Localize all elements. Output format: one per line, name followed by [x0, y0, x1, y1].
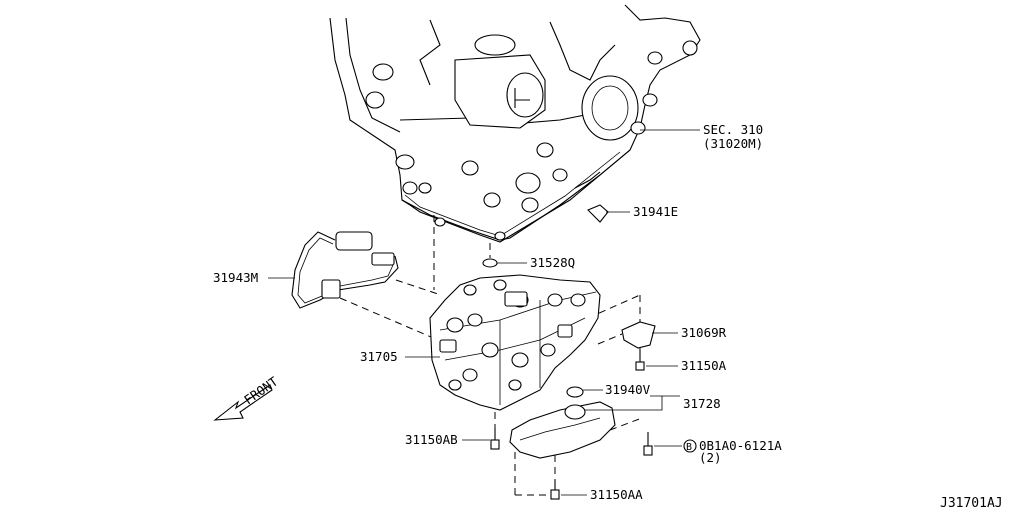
label-31728: 31728 — [683, 396, 721, 411]
part-31150ab-bolt — [490, 428, 500, 450]
label-sec310-sub: (31020M) — [703, 136, 763, 151]
label-31940v: 31940V — [605, 382, 651, 397]
label-31150aa: 31150AA — [590, 487, 643, 502]
transmission-case — [329, 4, 701, 243]
part-0b1a0-bolt — [643, 432, 653, 456]
label-31528q: 31528Q — [530, 255, 575, 270]
part-31941e-clip — [587, 204, 630, 223]
label-31941e: 31941E — [633, 204, 678, 219]
part-31069r-bracket — [621, 321, 656, 349]
label-0b1a0: 0B1A0-6121A — [699, 438, 782, 453]
part-31940v-gasket — [566, 386, 584, 398]
label-31943m: 31943M — [213, 270, 258, 285]
front-arrow-icon — [213, 384, 273, 421]
diagram-code: J31701AJ — [940, 496, 1003, 511]
label-0b1a0-qty: (2) — [699, 450, 722, 465]
part-31705-valve-body — [429, 274, 601, 411]
part-31150aa-bolt — [550, 480, 560, 500]
part-31943m-harness — [291, 231, 399, 309]
label-sec310: SEC. 310 — [703, 122, 763, 137]
label-front: FRONT — [241, 373, 281, 407]
part-31728-strainer — [509, 401, 616, 459]
b-marker-circle — [683, 439, 697, 453]
b-marker-letter: B — [686, 442, 692, 453]
label-31069r: 31069R — [681, 325, 727, 340]
leader-31728 — [585, 395, 680, 411]
label-31705: 31705 — [360, 349, 398, 364]
part-31150a-bolt — [635, 350, 645, 371]
label-31150ab: 31150AB — [405, 432, 458, 447]
part-31528q-oring — [482, 258, 498, 268]
assembly-lines — [339, 215, 643, 496]
label-31150a: 31150A — [681, 358, 727, 373]
